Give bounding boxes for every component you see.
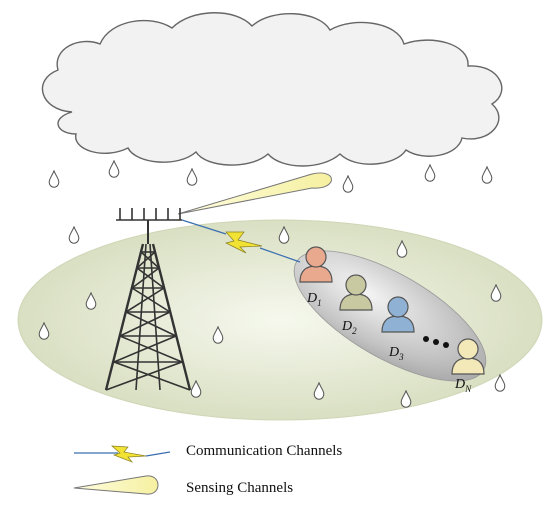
user-head (345, 274, 367, 296)
raindrop-icon (424, 164, 436, 182)
cloud-icon (41, 12, 503, 167)
ellipsis-dots (423, 336, 449, 348)
raindrop-icon (342, 175, 354, 193)
user-head (387, 296, 409, 318)
raindrop-icon (48, 170, 60, 188)
legend: Communication Channels Sensing Channels (73, 443, 342, 496)
legend-comm-icon (74, 445, 171, 463)
user-head (457, 338, 479, 360)
raindrop-icon (481, 166, 493, 184)
user-head (305, 246, 327, 268)
raindrop-icon (108, 160, 120, 178)
device-dn (451, 338, 485, 375)
legend-comm-label: Communication Channels (186, 443, 342, 459)
device-d1 (299, 246, 333, 283)
device-label-d1: D1 (306, 291, 322, 308)
device-label-d2: D2 (341, 319, 357, 336)
device-d2 (339, 274, 373, 311)
communication-link (181, 219, 301, 263)
legend-sensing-label: Sensing Channels (186, 480, 293, 496)
raindrop-icon (494, 374, 506, 392)
device-d3 (381, 296, 415, 333)
legend-sensing-icon (73, 475, 159, 495)
raindrop-icon (186, 168, 198, 186)
base-station-tower (104, 208, 192, 391)
raindrop-icon (68, 226, 80, 244)
device-label-dn: DN (454, 377, 472, 394)
device-label-d3: D3 (388, 345, 404, 362)
sensing-beam (177, 172, 332, 215)
